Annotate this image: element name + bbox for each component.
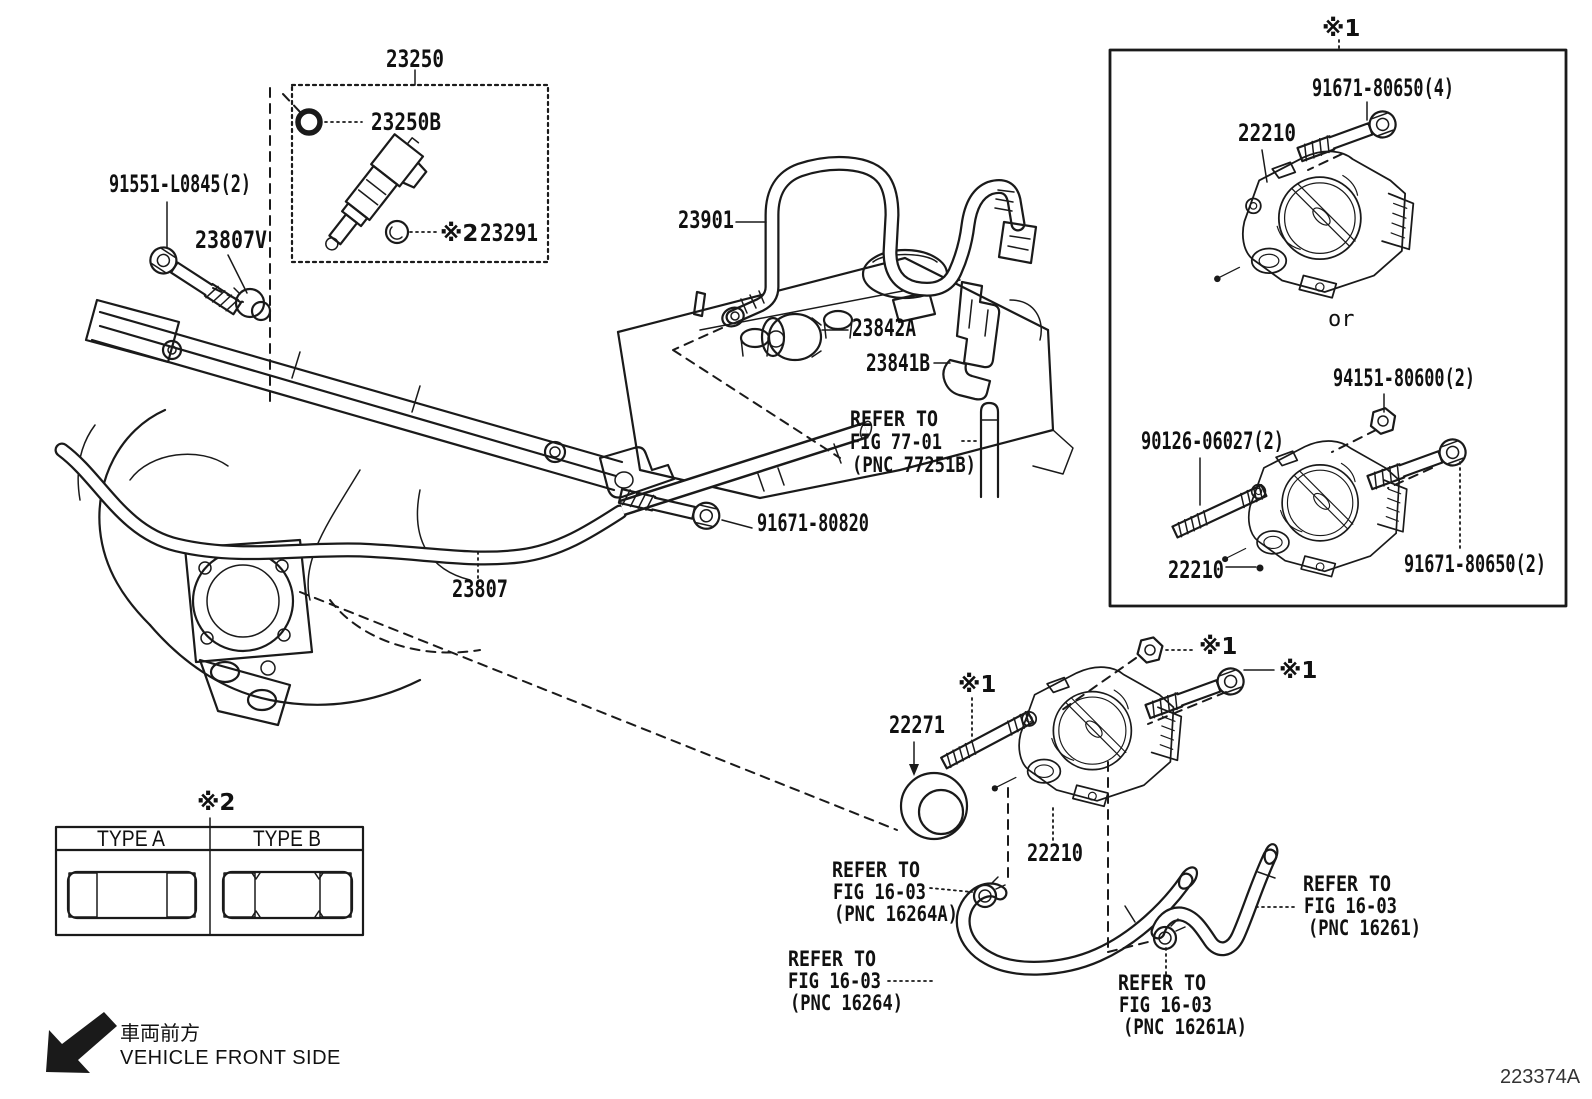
refer-line: REFER TO bbox=[850, 407, 938, 431]
label-91671-80820[interactable]: 91671-80820 bbox=[757, 509, 869, 537]
refer-note-16264[interactable]: REFER TO FIG 16-03 (PNC 16264) bbox=[788, 947, 903, 1015]
table-header-type-a: TYPE A bbox=[97, 826, 165, 851]
refer-line: (PNC 16261A) bbox=[1123, 1015, 1247, 1039]
label-23291[interactable]: 23291 bbox=[480, 219, 538, 247]
leader-lines bbox=[166, 39, 1461, 982]
footnote-mark-bolt: ※1 bbox=[1279, 658, 1317, 684]
refer-line: FIG 16-03 bbox=[1119, 993, 1212, 1017]
label-22210-a[interactable]: 22210 bbox=[1238, 119, 1296, 147]
refer-line: REFER TO bbox=[832, 858, 920, 882]
nut-star1-art bbox=[1134, 633, 1166, 667]
drawing-code: 223374A bbox=[1500, 1066, 1581, 1088]
footnote-mark-stud: ※1 bbox=[958, 672, 996, 698]
bolt-91671-80650-4-art bbox=[1294, 106, 1401, 168]
footnote-mark-top: ※1 bbox=[1322, 16, 1360, 42]
grommet-type-table: TYPE A TYPE B bbox=[54, 825, 365, 937]
grommet-23291-art bbox=[384, 219, 410, 245]
type-a-grommet-art bbox=[66, 870, 198, 920]
front-label-jp: 車両前方 bbox=[120, 1021, 200, 1045]
refer-line: FIG 16-03 bbox=[833, 880, 926, 904]
refer-note-16261[interactable]: REFER TO FIG 16-03 (PNC 16261) bbox=[1303, 872, 1421, 940]
label-91551-l0845[interactable]: 91551-L0845(2) bbox=[109, 170, 251, 198]
hose-16261-art bbox=[1150, 843, 1279, 957]
label-90126-06027[interactable]: 90126-06027(2) bbox=[1141, 427, 1284, 455]
hose-77251b-art bbox=[979, 401, 1000, 499]
label-23807v[interactable]: 23807V bbox=[195, 226, 267, 254]
fuel-damper-23842a-art bbox=[760, 312, 823, 362]
throttle-body-a-art bbox=[1213, 150, 1415, 299]
fuel-hose-23901-art bbox=[721, 155, 1038, 328]
engine-artwork bbox=[54, 248, 1074, 727]
label-22210-b[interactable]: 22210 bbox=[1168, 556, 1224, 584]
type-b-grommet-art bbox=[221, 870, 354, 920]
vehicle-front-marker: 車両前方 VEHICLE FRONT SIDE bbox=[46, 1012, 341, 1073]
refer-line: (PNC 16264) bbox=[790, 991, 903, 1015]
label-or: or bbox=[1328, 307, 1355, 332]
refer-line: (PNC 77251B) bbox=[852, 453, 976, 477]
label-23250b[interactable]: 23250B bbox=[371, 108, 441, 136]
refer-line: REFER TO bbox=[788, 947, 876, 971]
label-23841b[interactable]: 23841B bbox=[866, 349, 930, 377]
refer-line: (PNC 16264A) bbox=[834, 902, 958, 926]
gasket-22271-art bbox=[899, 771, 969, 841]
footnote-mark-23291: ※2 bbox=[440, 221, 478, 247]
refer-line: FIG 16-03 bbox=[1304, 894, 1397, 918]
label-22271[interactable]: 22271 bbox=[889, 711, 945, 739]
footnote-mark-nut: ※1 bbox=[1199, 634, 1237, 660]
label-22210-c[interactable]: 22210 bbox=[1027, 839, 1083, 867]
injector-kit-art bbox=[290, 83, 550, 264]
refer-line: FIG 16-03 bbox=[788, 969, 881, 993]
fuel-injector-art bbox=[325, 133, 428, 251]
throttle-body-b-art bbox=[1221, 440, 1408, 578]
label-23250[interactable]: 23250 bbox=[386, 45, 444, 73]
refer-note-fig77-01[interactable]: REFER TO FIG 77-01 (PNC 77251B) bbox=[850, 407, 976, 477]
label-91671-80650-2[interactable]: 91671-80650(2) bbox=[1404, 550, 1546, 578]
refer-line: (PNC 16261) bbox=[1308, 916, 1421, 940]
refer-note-16264a[interactable]: REFER TO FIG 16-03 (PNC 16264A) bbox=[832, 858, 958, 926]
hose-16264-art bbox=[955, 866, 1199, 976]
throttle-body-c-art bbox=[990, 666, 1183, 808]
option-box bbox=[1108, 48, 1568, 608]
refer-line: REFER TO bbox=[1303, 872, 1391, 896]
refer-line: FIG 77-01 bbox=[850, 430, 942, 454]
label-23842a[interactable]: 23842A bbox=[852, 314, 916, 342]
footnote-mark-table: ※2 bbox=[197, 790, 235, 816]
front-arrow-icon bbox=[46, 1012, 117, 1073]
damper-bracket-23841b-art bbox=[942, 280, 1001, 401]
label-23901[interactable]: 23901 bbox=[678, 206, 734, 234]
refer-note-16261a[interactable]: REFER TO FIG 16-03 (PNC 16261A) bbox=[1118, 971, 1247, 1039]
front-label-en: VEHICLE FRONT SIDE bbox=[120, 1047, 341, 1069]
label-23807[interactable]: 23807 bbox=[452, 575, 508, 603]
refer-line: REFER TO bbox=[1118, 971, 1206, 995]
table-header-type-b: TYPE B bbox=[253, 826, 321, 851]
label-91671-80650-4[interactable]: 91671-80650(4) bbox=[1312, 74, 1454, 102]
label-94151-80600[interactable]: 94151-80600(2) bbox=[1333, 364, 1475, 392]
oring-23250b-art bbox=[295, 108, 323, 136]
